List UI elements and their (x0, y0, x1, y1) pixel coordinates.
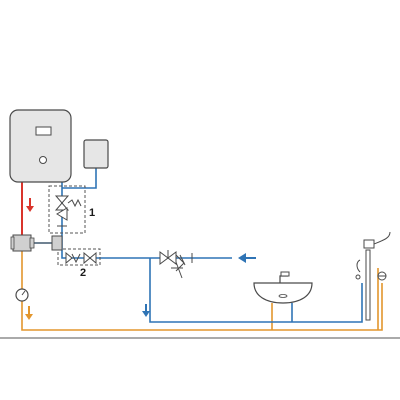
check-valve-icon (56, 207, 68, 227)
expansion-vessel-icon (83, 139, 109, 169)
mixing-valve-icon (10, 234, 63, 252)
group-1-label: 1 (89, 207, 95, 219)
safety-valve-icon (54, 195, 82, 211)
group-2-box (57, 248, 101, 266)
cold-water-down-arrow (142, 304, 150, 317)
group-1-box (48, 185, 86, 234)
water-heater-icon (9, 109, 72, 183)
cold-water-main (61, 182, 232, 259)
warm-water-arrow (25, 306, 33, 320)
shutoff-valve-icon (159, 250, 177, 265)
hot-water-arrow (26, 198, 34, 212)
pressure-reducer-icon (65, 251, 97, 265)
cold-water-inlet-arrow (238, 253, 256, 263)
shower-icon (355, 231, 391, 321)
thermometer-icon (15, 288, 29, 302)
cold-water-to-vessel (62, 168, 97, 189)
cold-water-downpipe (149, 258, 363, 323)
washbasin-icon (253, 271, 313, 304)
filter-icon (171, 254, 186, 279)
group-2-label: 2 (80, 267, 86, 279)
